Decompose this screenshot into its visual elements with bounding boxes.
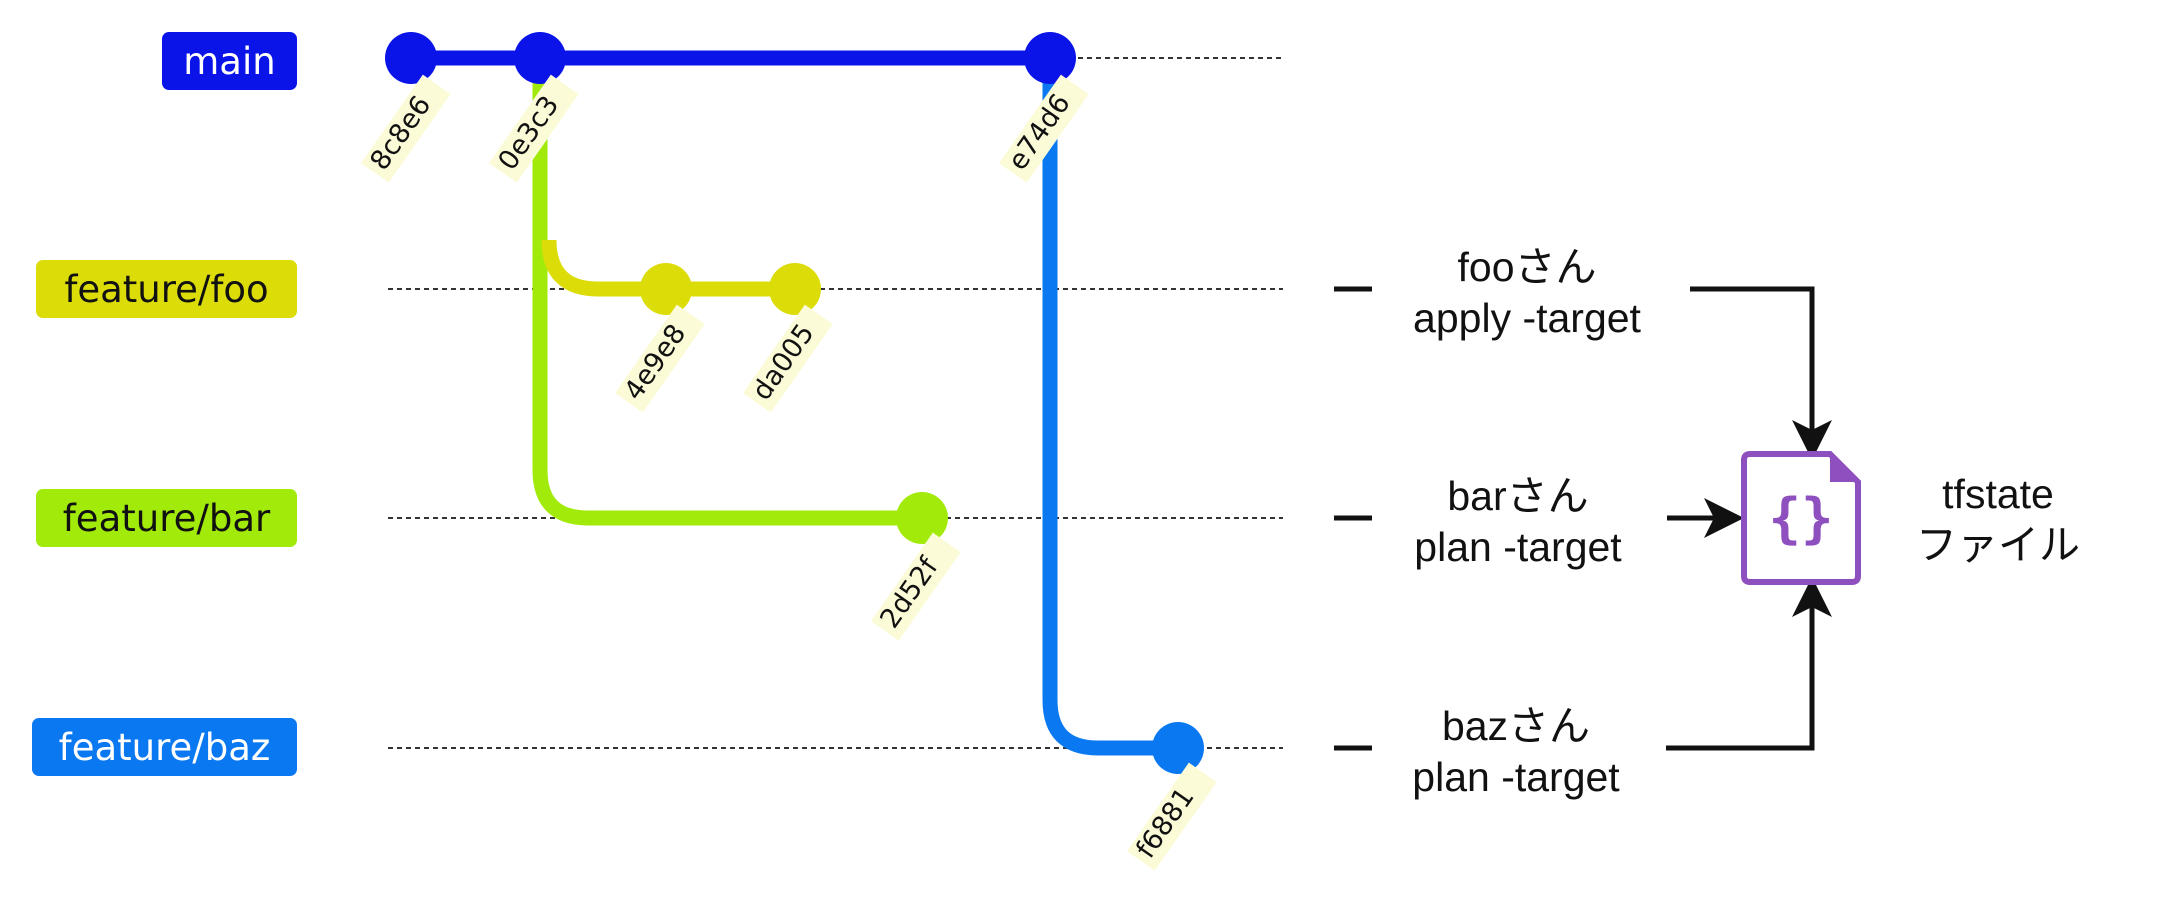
- baz-branch-line: [1042, 58, 1178, 756]
- commit-dot-f6881: [1152, 722, 1204, 774]
- commit-dot-8c8e6: [385, 32, 437, 84]
- branch-label-main: main: [162, 32, 297, 90]
- developer-baz: bazさん plan -target: [1356, 701, 1676, 803]
- developer-foo-command: apply -target: [1413, 295, 1641, 341]
- commit-dot-2d52f: [896, 492, 948, 544]
- branch-label-feature-foo: feature/foo: [36, 260, 297, 318]
- developer-bar-name: barさん: [1447, 473, 1589, 519]
- commit-dot-da005: [769, 263, 821, 315]
- commit-dot-4e9e8: [640, 263, 692, 315]
- tfstate-label: tfstate ファイル: [1898, 469, 2098, 571]
- branch-label-feature-bar: feature/bar: [36, 489, 297, 547]
- json-file-icon: {}: [1741, 451, 1861, 585]
- developer-baz-command: plan -target: [1412, 754, 1620, 800]
- bar-branch-line: [532, 58, 922, 526]
- commit-dot-e74d6: [1024, 32, 1076, 84]
- foo-branch-line: [541, 239, 795, 297]
- developer-bar: barさん plan -target: [1358, 471, 1678, 573]
- tfstate-line1: tfstate: [1942, 471, 2054, 517]
- foo-arrow: [1690, 286, 1832, 460]
- developer-bar-command: plan -target: [1414, 524, 1622, 570]
- baz-arrow: [1666, 577, 1832, 751]
- developer-foo: fooさん apply -target: [1367, 242, 1687, 344]
- commit-dot-0e3c3: [514, 32, 566, 84]
- developer-foo-name: fooさん: [1457, 244, 1597, 290]
- tfstate-line2: ファイル: [1916, 522, 2080, 568]
- branch-label-feature-baz: feature/baz: [32, 718, 297, 776]
- developer-baz-name: bazさん: [1441, 703, 1591, 749]
- svg-text:{}: {}: [1768, 487, 1833, 550]
